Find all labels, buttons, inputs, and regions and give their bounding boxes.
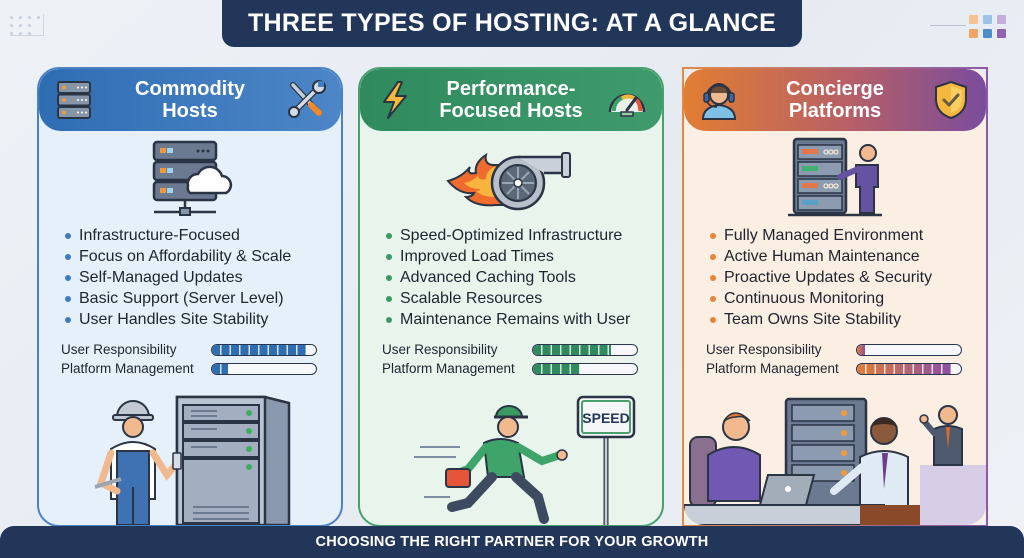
card-concierge-platforms: Concierge Platforms Fully Managed bbox=[682, 67, 988, 527]
responsibility-meters: User Responsibility Platform Management bbox=[39, 340, 341, 378]
user-responsibility-label: User Responsibility bbox=[706, 342, 822, 357]
user-responsibility-label: User Responsibility bbox=[61, 342, 177, 357]
meter-fill bbox=[857, 363, 951, 374]
server-rack-icon bbox=[53, 79, 95, 121]
wrench-screwdriver-icon bbox=[285, 79, 327, 121]
card-header: Commodity Hosts bbox=[39, 69, 341, 131]
responsibility-meters: User Responsibility Platform Management bbox=[360, 340, 662, 378]
meter-fill bbox=[212, 363, 228, 374]
feature-item: Maintenance Remains with User bbox=[384, 309, 662, 330]
decorative-color-squares bbox=[969, 15, 1006, 38]
feature-item: Advanced Caching Tools bbox=[384, 267, 662, 288]
runner-with-speed-sign-illustration: SPEED bbox=[360, 387, 662, 525]
user-responsibility-meter bbox=[532, 343, 638, 356]
user-responsibility-meter bbox=[856, 343, 962, 356]
feature-list: Speed-Optimized Infrastructure Improved … bbox=[360, 225, 662, 330]
meter-fill bbox=[533, 344, 611, 355]
feature-item: Focus on Affordability & Scale bbox=[63, 246, 341, 267]
feature-item: Proactive Updates & Security bbox=[708, 267, 986, 288]
technician-with-server-illustration bbox=[39, 387, 341, 525]
speed-sign-text: SPEED bbox=[582, 410, 629, 426]
user-responsibility-meter bbox=[211, 343, 317, 356]
person-at-server-icon bbox=[684, 131, 986, 225]
user-responsibility-label: User Responsibility bbox=[382, 342, 498, 357]
feature-item: Speed-Optimized Infrastructure bbox=[384, 225, 662, 246]
meter-fill bbox=[212, 344, 306, 355]
meter-fill bbox=[533, 363, 580, 374]
feature-item: Infrastructure-Focused bbox=[63, 225, 341, 246]
page-title: THREE TYPES OF HOSTING: AT A GLANCE bbox=[222, 0, 802, 47]
server-cloud-icon bbox=[39, 131, 341, 225]
card-title: Concierge Platforms bbox=[786, 78, 884, 122]
turbocharger-flame-icon bbox=[360, 131, 662, 225]
card-title: Performance- Focused Hosts bbox=[439, 78, 583, 122]
feature-list: Infrastructure-Focused Focus on Affordab… bbox=[39, 225, 341, 330]
card-performance-focused-hosts: Performance- Focused Hosts Sp bbox=[358, 67, 664, 527]
feature-item: Basic Support (Server Level) bbox=[63, 288, 341, 309]
decorative-dot-grid bbox=[10, 14, 44, 36]
feature-item: Self-Managed Updates bbox=[63, 267, 341, 288]
card-commodity-hosts: Commodity Hosts bbox=[37, 67, 343, 527]
platform-management-label: Platform Management bbox=[382, 361, 515, 376]
feature-item: Scalable Resources bbox=[384, 288, 662, 309]
meter-fill bbox=[857, 344, 866, 355]
feature-item: Continuous Monitoring bbox=[708, 288, 986, 309]
platform-management-label: Platform Management bbox=[706, 361, 839, 376]
lightning-bolt-icon bbox=[374, 79, 416, 121]
feature-item: Team Owns Site Stability bbox=[708, 309, 986, 330]
support-agent-headset-icon bbox=[698, 79, 740, 121]
footer-banner: CHOOSING THE RIGHT PARTNER FOR YOUR GROW… bbox=[0, 526, 1024, 558]
feature-item: Fully Managed Environment bbox=[708, 225, 986, 246]
shield-check-icon bbox=[930, 79, 972, 121]
speedometer-icon bbox=[606, 79, 648, 121]
card-header: Concierge Platforms bbox=[684, 69, 986, 131]
feature-list: Fully Managed Environment Active Human M… bbox=[684, 225, 986, 330]
platform-management-meter bbox=[211, 362, 317, 375]
team-at-desk-with-server-illustration bbox=[684, 387, 986, 525]
responsibility-meters: User Responsibility Platform Management bbox=[684, 340, 986, 378]
platform-management-label: Platform Management bbox=[61, 361, 194, 376]
platform-management-meter bbox=[532, 362, 638, 375]
feature-item: Improved Load Times bbox=[384, 246, 662, 267]
decorative-line bbox=[930, 25, 966, 26]
feature-item: User Handles Site Stability bbox=[63, 309, 341, 330]
card-header: Performance- Focused Hosts bbox=[360, 69, 662, 131]
platform-management-meter bbox=[856, 362, 962, 375]
feature-item: Active Human Maintenance bbox=[708, 246, 986, 267]
card-title: Commodity Hosts bbox=[135, 78, 245, 122]
